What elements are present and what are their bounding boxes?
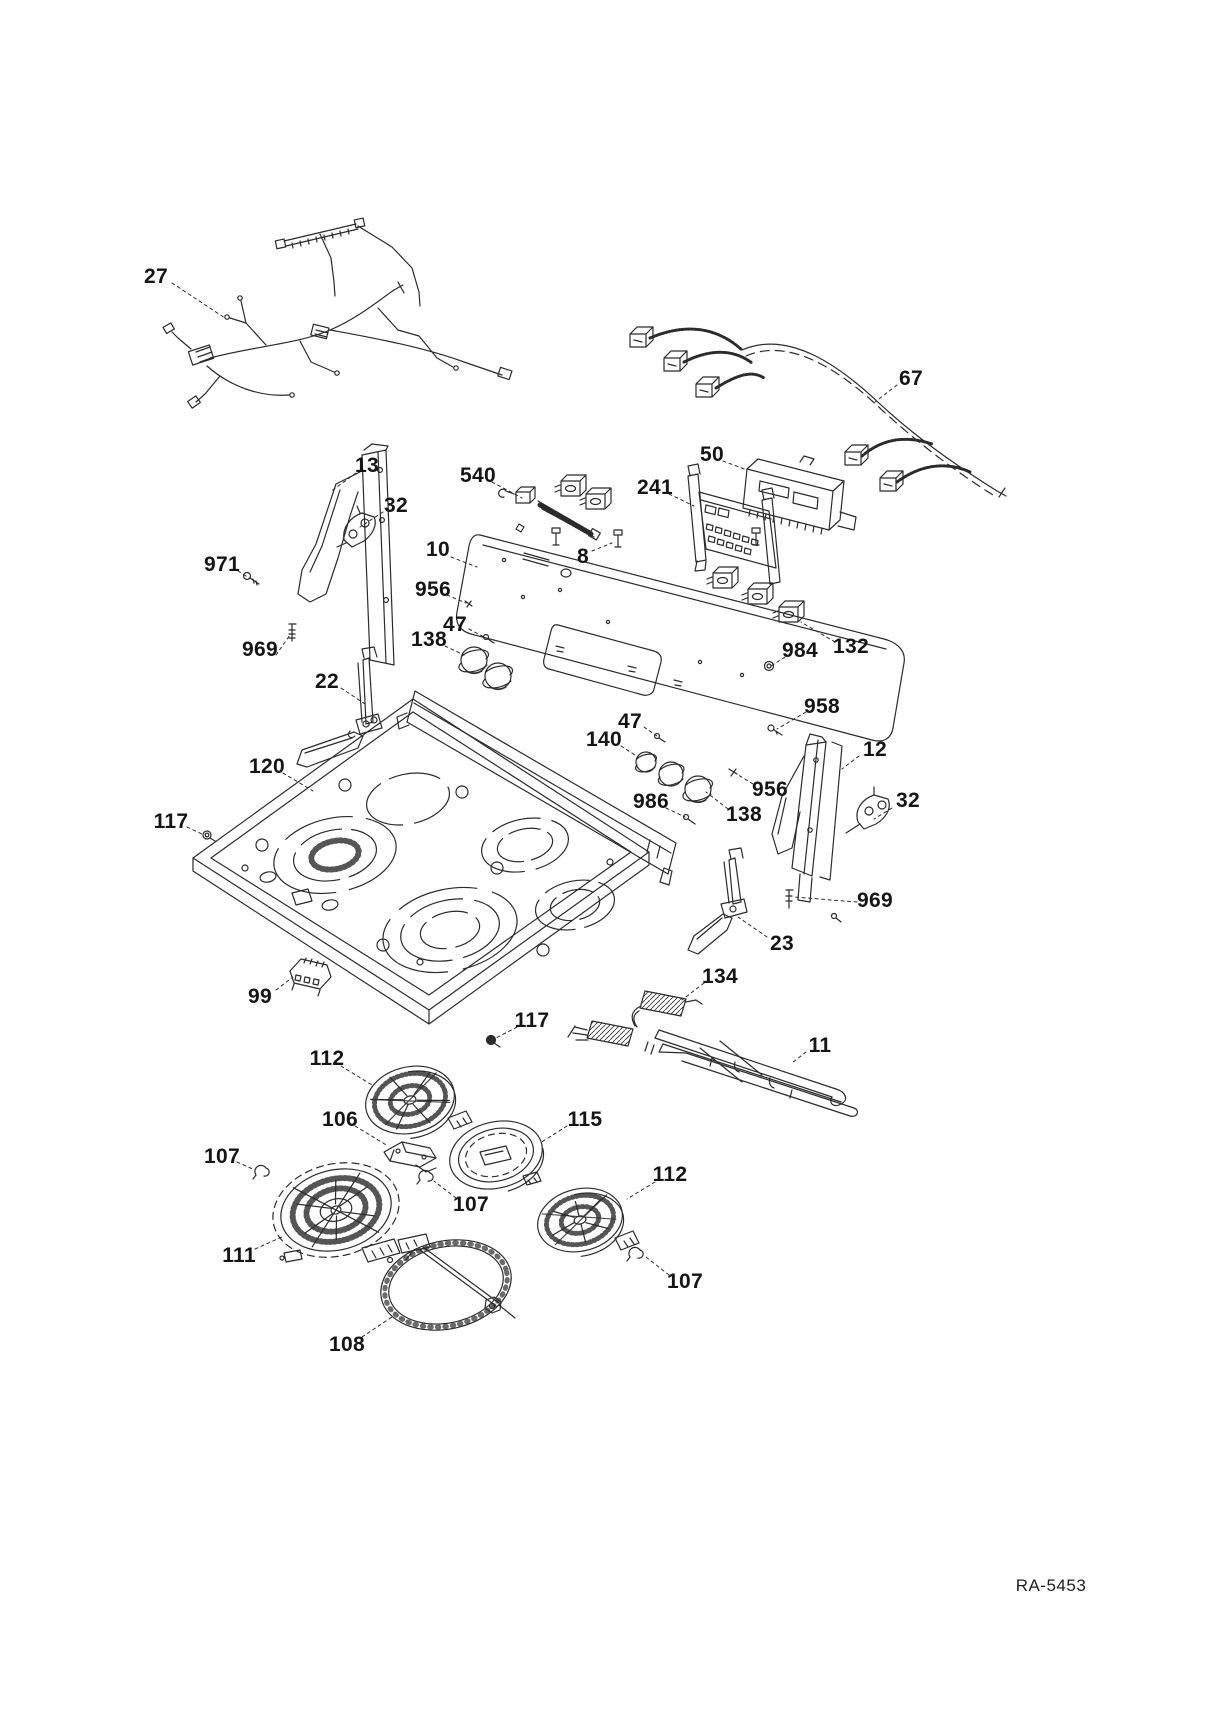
callout-108: 108	[329, 1333, 365, 1356]
callout-140: 140	[586, 728, 622, 751]
callout-11: 11	[808, 1034, 832, 1057]
callout-67: 67	[899, 367, 923, 390]
callout-956-right: 956	[752, 778, 788, 801]
callout-984: 984	[782, 639, 818, 662]
callout-47-mid: 47	[618, 710, 642, 733]
callout-969-right: 969	[857, 889, 893, 912]
callout-971: 971	[204, 553, 240, 576]
infinite-switches	[554, 474, 805, 623]
mounting-bracket-right	[845, 786, 890, 834]
connector-540	[498, 486, 601, 541]
rack-frame	[644, 1029, 859, 1117]
element-harness	[629, 326, 1007, 498]
callout-107-bottom: 107	[667, 1270, 703, 1293]
foil-ring	[449, 1120, 545, 1195]
side-panel-right	[771, 733, 843, 903]
callout-27: 27	[144, 265, 168, 288]
switch-132	[772, 600, 805, 623]
callout-134: 134	[702, 965, 738, 988]
cooktop-glass	[192, 698, 650, 1025]
warming-element	[380, 1233, 516, 1331]
callout-47-upper: 47	[443, 613, 467, 636]
callout-50: 50	[700, 443, 724, 466]
callout-107-mid: 107	[453, 1193, 489, 1216]
control-board	[742, 455, 857, 535]
callout-10: 10	[426, 538, 450, 561]
keypad-overlay	[687, 463, 781, 585]
dual-radiant-element	[272, 1162, 401, 1263]
terminal-block	[289, 957, 332, 997]
ribbon-cable	[567, 990, 703, 1047]
callout-107-left: 107	[204, 1145, 240, 1168]
radiant-element-right	[537, 1187, 640, 1258]
hinge-bracket-right	[687, 847, 748, 955]
leader-lines	[171, 282, 898, 1338]
drawing-code: RA-5453	[1015, 1576, 1087, 1595]
callout-106: 106	[322, 1108, 358, 1131]
callout-112-upper: 112	[309, 1047, 345, 1070]
element-bracket	[383, 1141, 437, 1173]
harness-plug	[629, 326, 904, 492]
callout-969-left: 969	[242, 638, 278, 661]
callout-8: 8	[577, 545, 589, 568]
spring-clips	[252, 1164, 644, 1262]
control-knobs	[458, 646, 714, 804]
callout-22: 22	[315, 670, 339, 693]
callout-112-right: 112	[652, 1163, 688, 1186]
callout-23: 23	[770, 932, 794, 955]
callout-12: 12	[863, 738, 887, 761]
callout-32-left: 32	[384, 494, 408, 517]
callout-115: 115	[567, 1108, 603, 1131]
callout-958: 958	[804, 695, 840, 718]
callout-241: 241	[637, 476, 673, 499]
standoff-spacers	[551, 527, 761, 548]
callout-32-right: 32	[896, 789, 920, 812]
mounting-bracket-left	[336, 505, 376, 548]
callout-540: 540	[460, 464, 496, 487]
callout-138-right: 138	[726, 803, 762, 826]
callout-99: 99	[248, 985, 272, 1008]
rear-trim-rail	[396, 690, 677, 886]
callout-986: 986	[633, 790, 669, 813]
callout-138-upper: 138	[411, 628, 447, 651]
radiant-element-upper	[365, 1065, 473, 1140]
hinge-bracket-left	[296, 646, 383, 768]
callout-956-upper: 956	[415, 578, 451, 601]
callout-111: 111	[222, 1244, 256, 1267]
side-panel-left	[297, 443, 395, 666]
callout-120: 120	[249, 755, 285, 778]
main-wiring-harness	[162, 217, 513, 409]
callout-117-left: 117	[153, 810, 189, 833]
callout-132: 132	[833, 635, 869, 658]
callout-13: 13	[355, 454, 379, 477]
control-panel	[455, 523, 905, 742]
callout-117-mid: 117	[514, 1009, 550, 1032]
